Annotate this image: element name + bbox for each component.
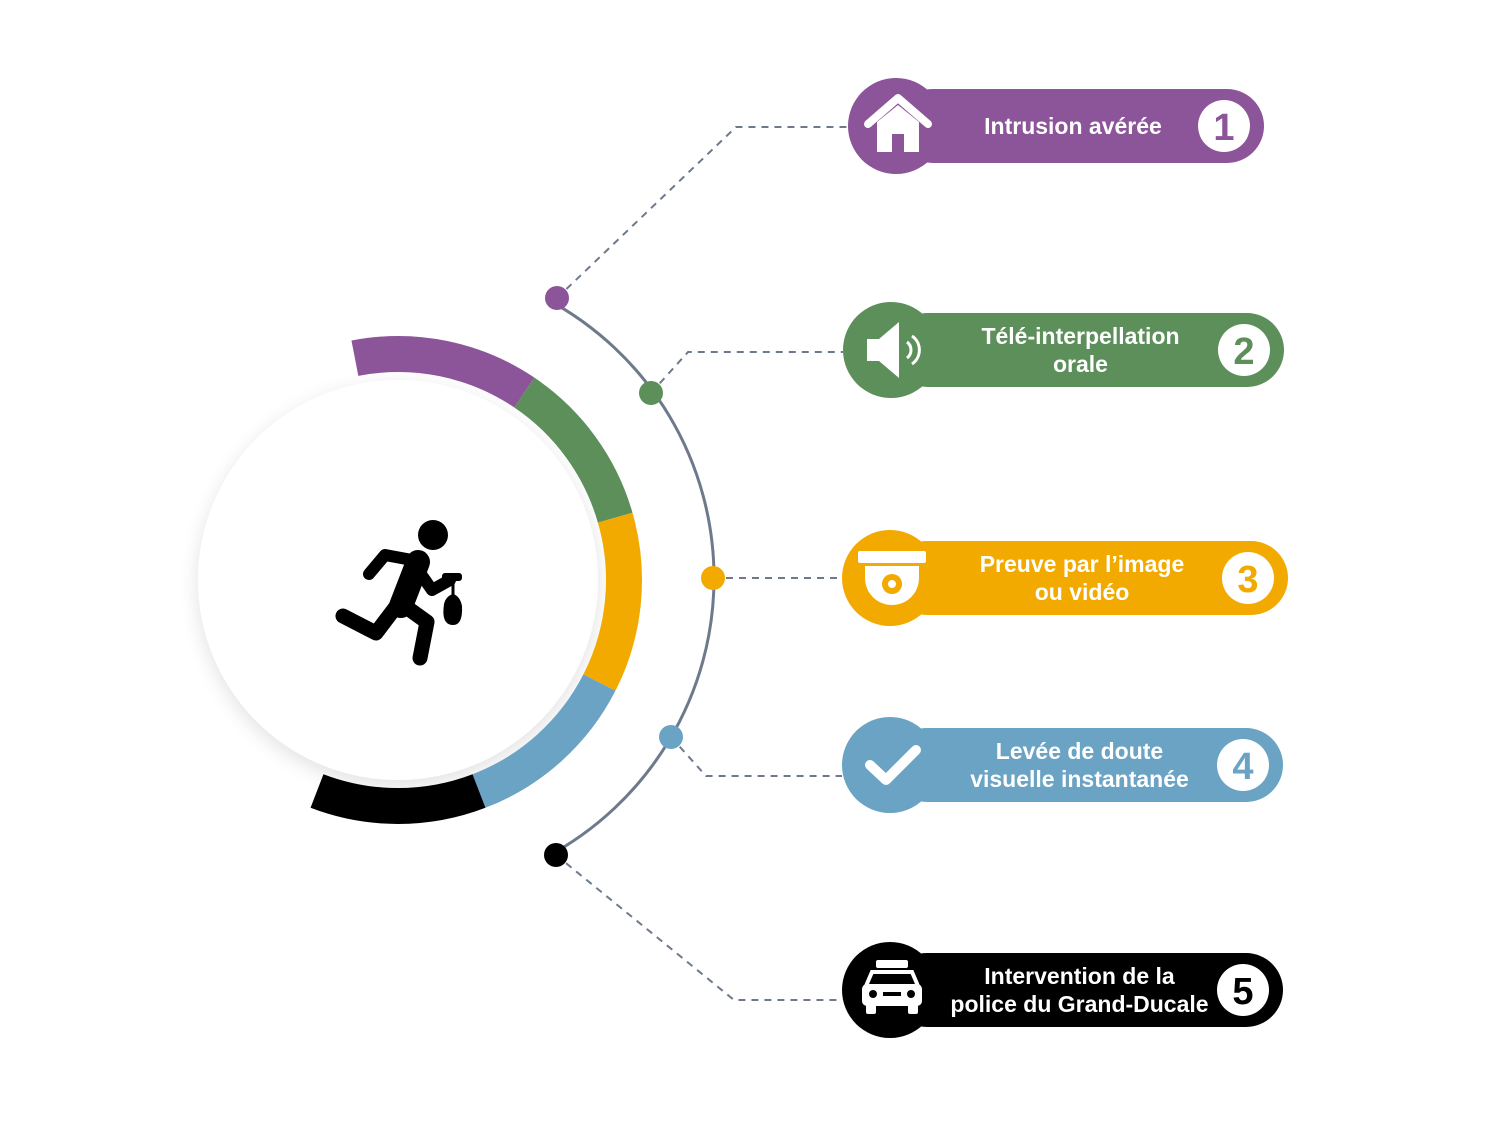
timeline-dot-2 [639, 381, 663, 405]
step-number: 1 [1213, 107, 1234, 149]
ring-segment-2 [514, 377, 633, 523]
step-label-line: Levée de doute [996, 738, 1163, 764]
step-label-line: Intrusion avérée [984, 113, 1162, 139]
timeline-dot-4 [659, 725, 683, 749]
number-badge [1222, 552, 1274, 604]
step-label-line: Intervention de la [984, 963, 1175, 989]
timeline-dots [544, 286, 725, 867]
number-badge [1218, 324, 1270, 376]
police-car-icon [862, 960, 922, 1014]
connector-line-2 [650, 351, 843, 394]
checkmark-icon [865, 745, 921, 785]
connector-line-1 [556, 126, 848, 299]
number-badge [1217, 739, 1269, 791]
speaker-icon [867, 322, 921, 378]
step-number: 5 [1232, 971, 1253, 1013]
step-number: 2 [1233, 331, 1254, 373]
step-number: 3 [1237, 559, 1258, 601]
step-label-line: visuelle instantanée [970, 766, 1189, 792]
timeline-dot-3 [701, 566, 725, 590]
step-number: 4 [1232, 746, 1253, 788]
center-disc [198, 380, 598, 780]
step-label-line: Preuve par l’image [980, 551, 1185, 577]
running-thief-icon [335, 520, 463, 666]
timeline-dot-5 [544, 843, 568, 867]
timeline-dot-1 [545, 286, 569, 310]
number-badge [1198, 100, 1250, 152]
step-label-line: police du Grand-Ducale [950, 991, 1208, 1017]
security-camera-icon [858, 551, 926, 605]
house-icon [864, 94, 932, 152]
pill-body [890, 953, 1283, 1027]
step-label-line: orale [1053, 351, 1108, 377]
connector-line-4 [670, 736, 842, 777]
step-label-line: Télé-interpellation [981, 323, 1179, 349]
number-badge [1217, 964, 1269, 1016]
step-pills: 1 Intrusion avérée 2 Télé-interpellationora… [842, 78, 1288, 1038]
ring-segment-1 [351, 336, 535, 408]
connector-lines [555, 126, 848, 1001]
step-pill-1: 1 Intrusion avérée [848, 78, 1264, 174]
ring-segment-4 [472, 674, 616, 808]
segment-ring [310, 336, 642, 825]
connector-line-5 [555, 854, 842, 1001]
pill-body [891, 313, 1284, 387]
pill-body [890, 728, 1283, 802]
ring-segment-5 [310, 774, 486, 825]
pill-body [896, 89, 1264, 163]
step-label-line: ou vidéo [1035, 579, 1130, 605]
icon-circle [842, 717, 938, 813]
pill-body [890, 541, 1288, 615]
ring-segment-3 [583, 512, 642, 691]
